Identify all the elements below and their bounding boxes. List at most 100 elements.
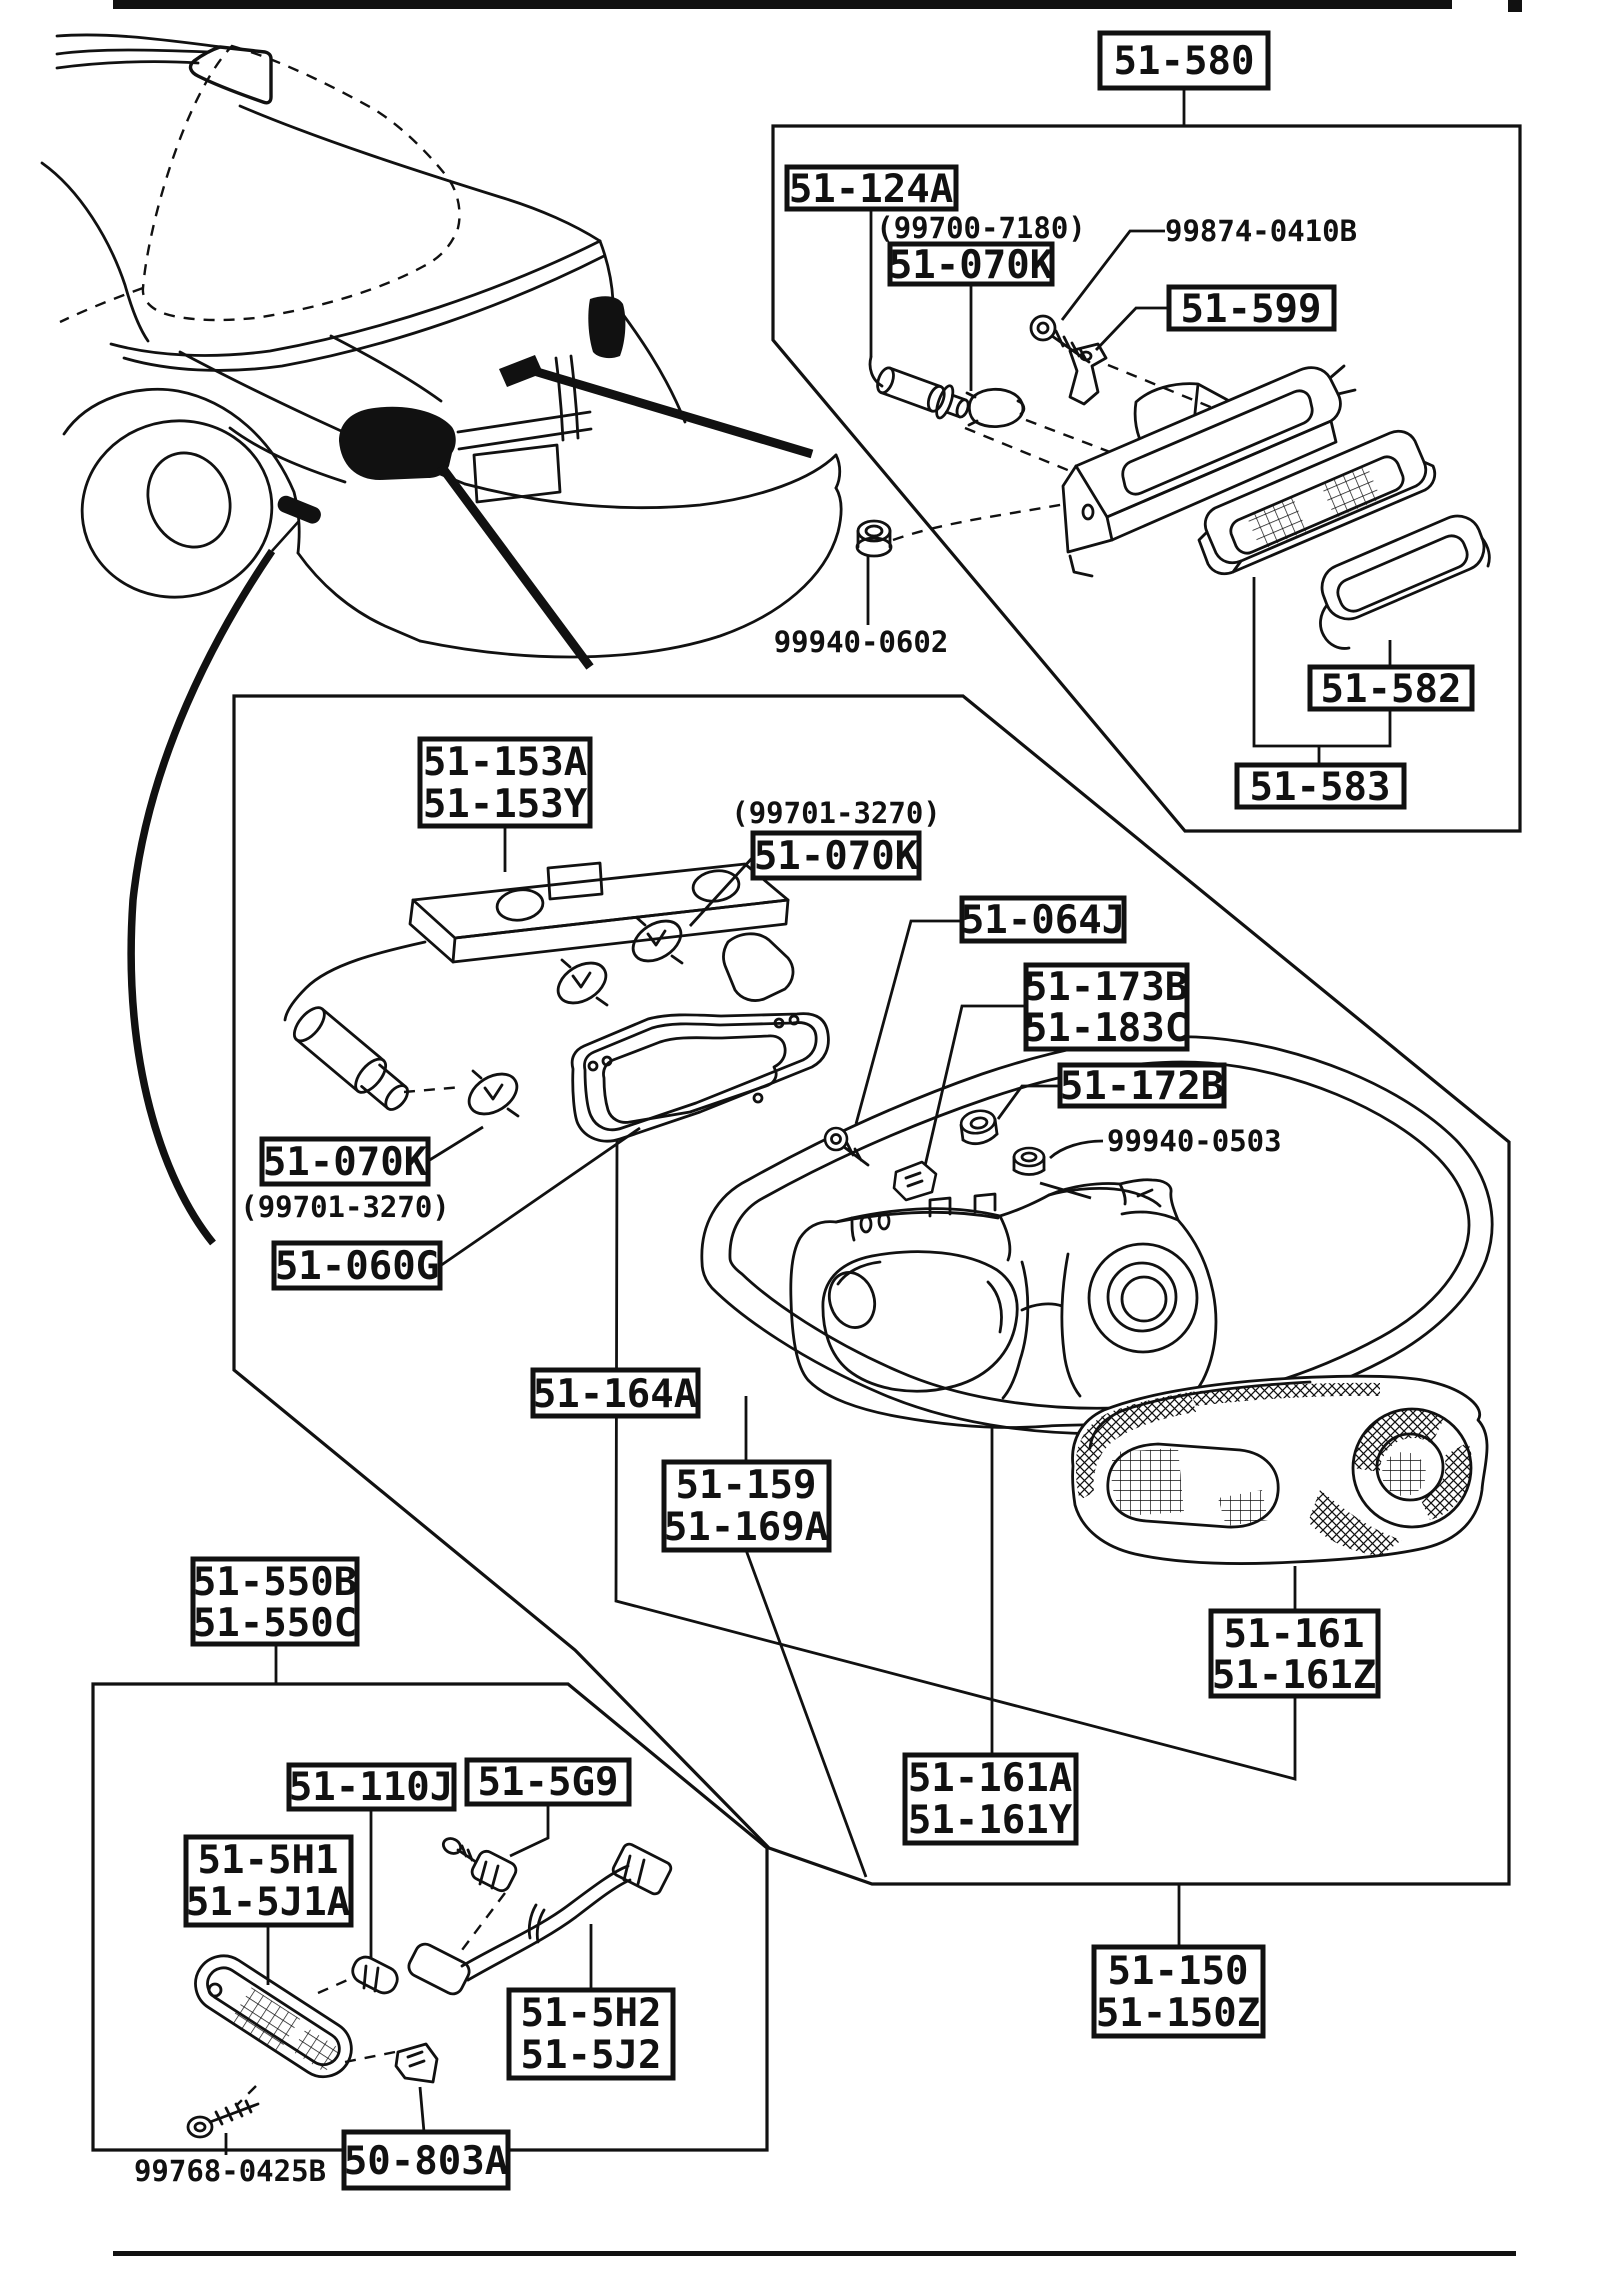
socket-flange bbox=[935, 384, 955, 420]
part-label-51-599[interactable]: 51-599 bbox=[1166, 284, 1337, 332]
thick-reference-leaders bbox=[127, 366, 814, 1246]
part-label-51-070K-a[interactable]: 51-070K bbox=[887, 241, 1055, 288]
lamp-lens-drawing bbox=[1071, 1374, 1489, 1565]
part-label-50-803A[interactable]: 50-803A bbox=[341, 2129, 511, 2191]
lamp-body-drawing bbox=[789, 1178, 1218, 1429]
top-right-scan-tick bbox=[1508, 0, 1522, 12]
part-label-51-5G9[interactable]: 51-5G9 bbox=[464, 1757, 632, 1807]
part-label-51-110J[interactable]: 51-110J bbox=[286, 1762, 457, 1812]
label-box bbox=[887, 241, 1055, 287]
screw-drawing bbox=[186, 2099, 260, 2139]
part-number-plain[interactable]: (99701-3270) bbox=[240, 1190, 450, 1224]
body-flange bbox=[834, 1210, 1000, 1242]
car-trunk-gap-line2 bbox=[569, 354, 580, 440]
part-label-51-580[interactable]: 51-580 bbox=[1097, 30, 1271, 91]
part-number-text: 51-064J bbox=[961, 898, 1125, 943]
body-scoop-marks bbox=[1118, 1182, 1154, 1206]
plate-socket1 bbox=[495, 888, 545, 922]
leader-line bbox=[996, 1084, 1060, 1120]
part-label-51-161[interactable]: 51-161 51-161Z bbox=[1208, 1608, 1381, 1699]
socket-wire-drawing bbox=[407, 1842, 673, 1996]
part-label-51-5H1[interactable]: 51-5H1 51-5J1A bbox=[183, 1834, 354, 1928]
gasket-hole bbox=[587, 1060, 599, 1072]
part-label-51-5H2[interactable]: 51-5H2 51-5J2 bbox=[506, 1987, 676, 2081]
label-box bbox=[286, 1762, 457, 1812]
label-box bbox=[271, 1240, 443, 1291]
part-number-text: 51-599 bbox=[1181, 287, 1322, 332]
screw-drawing bbox=[1029, 314, 1091, 364]
part-label-51-583[interactable]: 51-583 bbox=[1234, 762, 1407, 810]
part-number-text: 51-550C bbox=[193, 1601, 357, 1646]
label-box bbox=[1091, 1944, 1266, 2039]
car-roof-line3 bbox=[55, 60, 200, 70]
label-box bbox=[1234, 762, 1407, 810]
car-quarter-window bbox=[188, 45, 273, 105]
part-number-plain[interactable]: 99874-0410B bbox=[1165, 214, 1357, 248]
wire bbox=[460, 1864, 630, 1968]
part-label-51-172B[interactable]: 51-172B bbox=[1057, 1062, 1227, 1109]
part-number-plain[interactable]: 99940-0503 bbox=[1107, 1124, 1282, 1158]
clip-drawing bbox=[892, 1160, 938, 1202]
clip-lines bbox=[406, 2050, 426, 2068]
part-label-51-173B[interactable]: 51-173B 51-183C bbox=[1023, 962, 1190, 1052]
part-number-text: 51-183C bbox=[1024, 1006, 1188, 1051]
bulb-glass bbox=[967, 387, 1025, 428]
part-label-51-582[interactable]: 51-582 bbox=[1307, 664, 1475, 712]
housing-front-face bbox=[1105, 419, 1338, 542]
part-label-51-060G[interactable]: 51-060G bbox=[271, 1240, 443, 1291]
grommet-bottom bbox=[961, 1132, 999, 1146]
part-label-51-164A[interactable]: 51-164A bbox=[530, 1367, 701, 1419]
part-label-51-064J[interactable]: 51-064J bbox=[959, 895, 1127, 944]
bulb-glass bbox=[351, 1955, 399, 1995]
socket-end bbox=[876, 366, 895, 395]
part-number-plain[interactable]: (99701-3270) bbox=[731, 796, 941, 830]
lens-hatch-ring2 bbox=[1420, 1442, 1473, 1520]
part-label-51-124A[interactable]: 51-124A bbox=[784, 164, 959, 212]
part-label-51-159[interactable]: 51-159 51-169A bbox=[661, 1459, 832, 1553]
assembly-dash bbox=[892, 496, 1099, 542]
part-label-51-070K-c[interactable]: 51-070K bbox=[259, 1136, 431, 1187]
nut-top bbox=[1012, 1146, 1046, 1168]
bulb-drawing bbox=[467, 1069, 520, 1118]
nut-drawing bbox=[1012, 1146, 1046, 1176]
part-number-plain[interactable]: 99768-0425B bbox=[134, 2154, 326, 2188]
part-label-51-070K-b[interactable]: 51-070K bbox=[750, 830, 922, 881]
part-number-text: 51-153A bbox=[423, 740, 587, 785]
part-number-text: 51-5J2 bbox=[521, 2033, 662, 2078]
bulb-glass bbox=[467, 1072, 519, 1116]
part-label-51-161A[interactable]: 51-161A 51-161Y bbox=[902, 1752, 1079, 1846]
screw-drawing bbox=[823, 1126, 870, 1167]
part-number-text: 51-150Z bbox=[1096, 1991, 1260, 2036]
label-box bbox=[464, 1757, 632, 1807]
screw-head bbox=[441, 1837, 463, 1855]
part-label-51-153A[interactable]: 51-153A 51-153Y bbox=[417, 736, 593, 829]
housing-end-hole bbox=[1081, 503, 1095, 521]
screw-head-inner bbox=[193, 2121, 207, 2133]
part-number-text: 51-070K bbox=[754, 834, 919, 879]
assembly-dash bbox=[344, 2050, 396, 2064]
car-bumper-corner bbox=[834, 453, 842, 490]
part-number-plain[interactable]: (99700-7180) bbox=[876, 211, 1086, 245]
label-box bbox=[341, 2129, 511, 2191]
connector-lines bbox=[622, 1854, 646, 1886]
assembly-dash bbox=[403, 1085, 463, 1094]
bulb-drawing bbox=[556, 958, 609, 1007]
plate-front bbox=[451, 898, 790, 964]
part-number-plain[interactable]: 99940-0602 bbox=[774, 625, 949, 659]
ring-depth bbox=[1319, 536, 1491, 650]
body-cup-inner bbox=[1120, 1275, 1168, 1323]
bulb-base bbox=[965, 391, 979, 427]
label-box bbox=[190, 1556, 360, 1647]
seal-ring-drawing bbox=[700, 1035, 1494, 1435]
slab-face bbox=[1203, 429, 1428, 565]
lens-hatch-small bbox=[1218, 1490, 1268, 1526]
gasket-inner-wavy bbox=[602, 1034, 787, 1124]
group-c-outline bbox=[91, 1682, 769, 2152]
harness-socket-tip bbox=[384, 1084, 409, 1111]
car-rear-view-drawing bbox=[40, 33, 843, 659]
group-side-marker-lamp: 51-550B 51-550C 51-110J 51-5G9 51-5H1 51… bbox=[91, 1556, 769, 2191]
part-label-51-550B[interactable]: 51-550B 51-550C bbox=[190, 1556, 360, 1647]
part-label-51-150[interactable]: 51-150 51-150Z bbox=[1091, 1944, 1266, 2039]
car-bumper-top bbox=[463, 453, 838, 510]
